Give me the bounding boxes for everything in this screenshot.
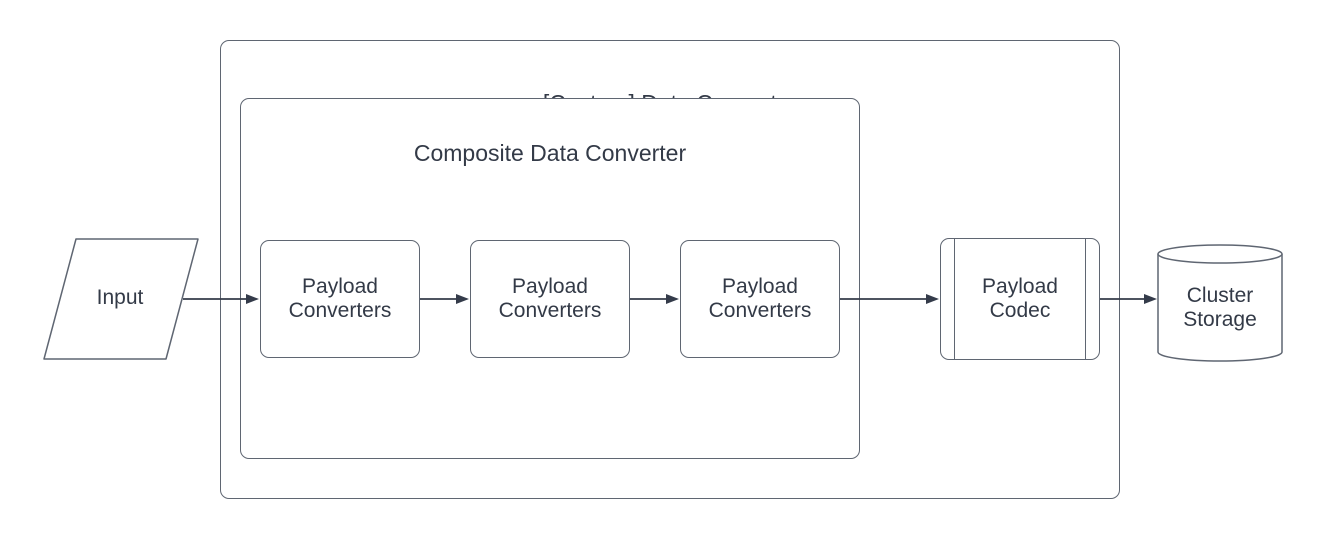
payload-converters-node-2-label: Payload Converters (498, 275, 602, 322)
payload-codec-node: Payload Codec (940, 238, 1100, 360)
cluster-storage-body-shape (1157, 254, 1283, 362)
payload-codec-node-label: Payload Codec (982, 275, 1058, 322)
payload-converters-node-3-label: Payload Converters (708, 275, 812, 322)
composite-data-converter-title: Composite Data Converter (413, 140, 687, 166)
cluster-storage-node-label: Cluster Storage (1160, 258, 1280, 358)
payload-converters-node-2: Payload Converters (470, 240, 630, 358)
input-node-label: Input (60, 238, 180, 358)
input-node-shape (43, 238, 199, 360)
payload-converters-node-1: Payload Converters (260, 240, 420, 358)
payload-converters-node-3: Payload Converters (680, 240, 840, 358)
cluster-storage-label-text: Cluster Storage (1183, 284, 1257, 331)
cluster-storage-top-shape (1157, 244, 1283, 264)
input-node-label-text: Input (96, 286, 144, 309)
payload-converters-node-1-label: Payload Converters (288, 275, 392, 322)
